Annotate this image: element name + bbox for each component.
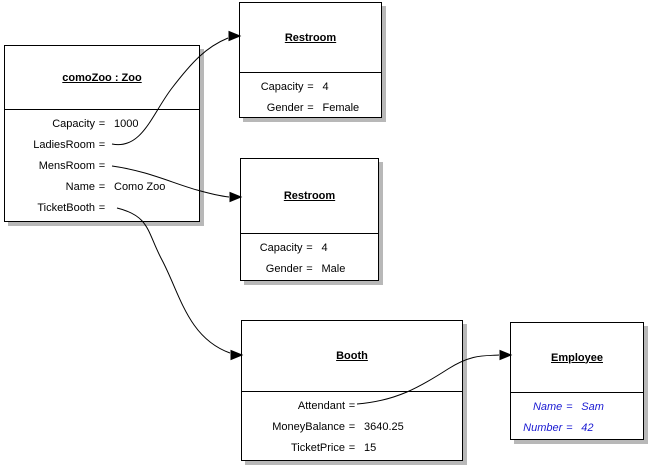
attributes-compartment: Capacity = 4 Gender = Male (241, 234, 378, 279)
attribute-name: Gender (265, 262, 303, 275)
attribute-value: 4 (321, 241, 328, 254)
attribute-name: TicketBooth (37, 201, 95, 214)
attribute-value: 4 (322, 80, 329, 93)
attribute-row: TicketBooth = (5, 197, 199, 218)
attribute-row: LadiesRoom = (5, 134, 199, 155)
attribute-value: Sam (581, 400, 604, 413)
equals-sign: = (307, 101, 314, 114)
attribute-row: Capacity = 4 (241, 237, 378, 258)
object-box-restroom-male[interactable]: Restroom Capacity = 4 Gender = Male (240, 158, 379, 281)
attributes-compartment: Name = Sam Number = 42 (511, 393, 643, 438)
equals-sign: = (348, 399, 356, 412)
attribute-row: MoneyBalance = 3640.25 (242, 416, 462, 437)
attribute-row: Name = Sam (511, 396, 643, 417)
object-title: Restroom (241, 159, 378, 234)
attribute-row: Capacity = 1000 (5, 113, 199, 134)
attribute-name: Gender (266, 101, 304, 114)
connector-curve (116, 207, 231, 354)
equals-sign: = (98, 159, 106, 172)
object-title: Employee (511, 323, 643, 393)
equals-sign: = (566, 421, 573, 434)
attribute-value: Como Zoo (114, 180, 166, 193)
object-box-employee[interactable]: Employee Name = Sam Number = 42 (510, 322, 644, 440)
attribute-row: Gender = Female (240, 97, 381, 118)
object-box-comozoo[interactable]: comoZoo : Zoo Capacity = 1000 LadiesRoom… (4, 45, 200, 222)
equals-sign: = (98, 117, 106, 130)
attribute-row: Number = 42 (511, 417, 643, 438)
attribute-name: Name (532, 400, 563, 413)
attribute-value: 1000 (114, 117, 139, 130)
equals-sign: = (98, 138, 106, 151)
equals-sign: = (98, 180, 106, 193)
attribute-value: 3640.25 (364, 420, 404, 433)
attribute-value: Female (322, 101, 360, 114)
equals-sign: = (566, 400, 573, 413)
attribute-value: Male (321, 262, 346, 275)
attribute-row: Capacity = 4 (240, 76, 381, 97)
attribute-name: TicketPrice (291, 441, 345, 454)
attribute-name: MoneyBalance (272, 420, 345, 433)
equals-sign: = (348, 441, 356, 454)
attribute-name: Attendant (297, 399, 345, 412)
object-title: comoZoo : Zoo (5, 46, 199, 110)
attribute-name: Capacity (52, 117, 95, 130)
attribute-name: MensRoom (38, 159, 95, 172)
attribute-name: Name (65, 180, 95, 193)
attribute-name: Capacity (259, 241, 303, 254)
attributes-compartment: Attendant = MoneyBalance = 3640.25 Ticke… (242, 392, 462, 458)
equals-sign: = (348, 420, 356, 433)
attributes-compartment: Capacity = 4 Gender = Female (240, 73, 381, 118)
attribute-value: 42 (581, 421, 594, 434)
attribute-row: MensRoom = (5, 155, 199, 176)
attribute-name: LadiesRoom (33, 138, 95, 151)
attributes-compartment: Capacity = 1000 LadiesRoom = MensRoom = … (5, 110, 199, 218)
object-box-restroom-female[interactable]: Restroom Capacity = 4 Gender = Female (239, 2, 382, 118)
attribute-row: Gender = Male (241, 258, 378, 279)
equals-sign: = (306, 262, 313, 275)
attribute-value: 15 (364, 441, 377, 454)
object-title: Booth (242, 321, 462, 392)
attribute-row: Name = Como Zoo (5, 176, 199, 197)
equals-sign: = (306, 241, 313, 254)
attribute-name: Capacity (260, 80, 304, 93)
object-title: Restroom (240, 3, 381, 73)
connector-ticketbooth-to-booth[interactable] (116, 207, 244, 361)
attribute-row: TicketPrice = 15 (242, 437, 462, 458)
object-box-booth[interactable]: Booth Attendant = MoneyBalance = 3640.25… (241, 320, 463, 461)
equals-sign: = (307, 80, 314, 93)
equals-sign: = (98, 201, 106, 214)
attribute-row: Attendant = (242, 395, 462, 416)
attribute-name: Number (523, 421, 563, 434)
